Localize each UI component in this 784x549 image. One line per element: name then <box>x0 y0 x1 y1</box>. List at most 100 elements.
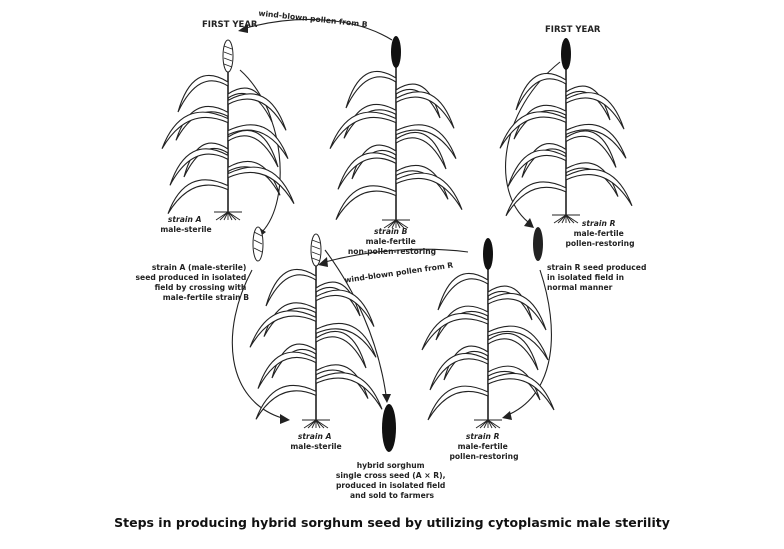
leaf <box>487 292 547 331</box>
note-hybrid-seed: hybrid sorghum single cross seed (A × R)… <box>336 461 448 500</box>
root <box>483 419 489 429</box>
label-strain-b-top: strain B male-fertile non-pollen-restori… <box>348 227 436 256</box>
seed-head-mark <box>223 63 233 68</box>
seed-head-mark <box>311 245 321 250</box>
header-first-year-left: FIRST YEAR <box>202 20 258 30</box>
leaf <box>507 149 567 187</box>
root <box>383 219 397 229</box>
root <box>475 419 489 429</box>
plant-strain-r-top <box>499 38 633 224</box>
root <box>223 211 229 221</box>
leaf <box>169 148 229 186</box>
root <box>553 214 567 224</box>
root <box>487 419 493 429</box>
leaf <box>177 74 229 113</box>
leaf <box>421 312 489 351</box>
leaf <box>265 268 317 307</box>
seed-head-r <box>533 227 543 261</box>
leaf <box>255 384 317 420</box>
root <box>395 219 409 229</box>
leaf <box>161 111 229 149</box>
leaf <box>249 310 317 348</box>
arrow-a-to-hybrid <box>324 249 391 403</box>
leaf <box>395 131 447 170</box>
leaf <box>315 372 383 410</box>
plant-strain-a-top <box>161 39 295 221</box>
leaf <box>315 289 375 327</box>
label-strain-a-bottom: strain A male-sterile <box>290 432 341 451</box>
plant-strain-r-bottom <box>421 238 555 429</box>
seed-head-mark <box>223 45 233 50</box>
root <box>227 211 241 221</box>
label-strain-r-bottom: strain R male-fertile pollen-restoring <box>449 432 518 461</box>
root <box>565 214 571 224</box>
seed-head <box>310 233 322 267</box>
root <box>395 219 401 229</box>
root <box>557 214 567 224</box>
leaf <box>487 325 549 361</box>
leaf <box>487 332 539 371</box>
root <box>303 419 317 429</box>
root <box>215 211 229 221</box>
leaf <box>395 91 455 129</box>
seed-head-mark <box>311 257 321 262</box>
leaf <box>227 93 287 131</box>
label-strain-r-top: strain R male-fertile pollen-restoring <box>565 219 634 248</box>
note-strain-r-seed: strain R seed produced in isolated field… <box>547 263 649 292</box>
seed-head-mark <box>311 239 321 244</box>
leaf <box>565 130 617 168</box>
root <box>311 419 317 429</box>
root <box>315 419 321 429</box>
leaf <box>329 111 397 149</box>
leaf <box>395 124 457 159</box>
leaf <box>257 351 317 389</box>
arrow-pollen-from-r <box>318 248 469 267</box>
leaf <box>337 152 397 190</box>
arrow-seed-r-to-field <box>502 269 552 420</box>
plant-strain-b-top <box>329 36 463 229</box>
leaf <box>515 72 567 111</box>
leaf <box>167 179 229 214</box>
note-strain-a-seed: strain A (male-sterile) seed produced in… <box>136 263 250 302</box>
leaf <box>315 330 367 369</box>
header-first-year-right: FIRST YEAR <box>545 25 601 35</box>
leaf <box>227 166 295 204</box>
root <box>561 214 567 224</box>
plant-strain-a-bottom <box>249 233 383 429</box>
root <box>487 419 501 429</box>
leaf <box>487 372 555 411</box>
seed-head-a <box>252 226 264 262</box>
root <box>391 219 397 229</box>
seed-head <box>561 38 571 70</box>
leaf <box>395 172 463 210</box>
leaf <box>499 111 567 149</box>
label-strain-a-top: strain A male-sterile <box>160 215 211 234</box>
leaf <box>437 272 489 311</box>
seed-head <box>222 39 234 73</box>
root <box>219 211 229 221</box>
leaf <box>315 322 377 358</box>
label-pollen-from-b: wind-blown pollen from B <box>258 9 368 29</box>
figure-caption: Steps in producing hybrid sorghum seed b… <box>114 515 670 530</box>
seed-head-mark <box>311 251 321 256</box>
seed-head <box>483 238 493 270</box>
leaf <box>565 123 627 159</box>
root <box>479 419 489 429</box>
seed-head <box>391 36 401 68</box>
leaf <box>227 129 279 168</box>
root <box>307 419 317 429</box>
leaf <box>505 181 567 217</box>
leaf <box>427 385 489 421</box>
arrow-pollen-from-b <box>238 18 393 41</box>
leaf <box>345 70 397 109</box>
seed-head-mark <box>223 51 233 56</box>
root <box>565 214 579 224</box>
label-pollen-from-r: wind-blown pollen from R <box>344 260 454 284</box>
seed-head-hybrid <box>382 404 396 452</box>
leaf <box>335 185 397 220</box>
leaf <box>429 352 489 391</box>
seed-head-mark <box>223 57 233 62</box>
leaf <box>565 92 625 130</box>
root <box>387 219 397 229</box>
